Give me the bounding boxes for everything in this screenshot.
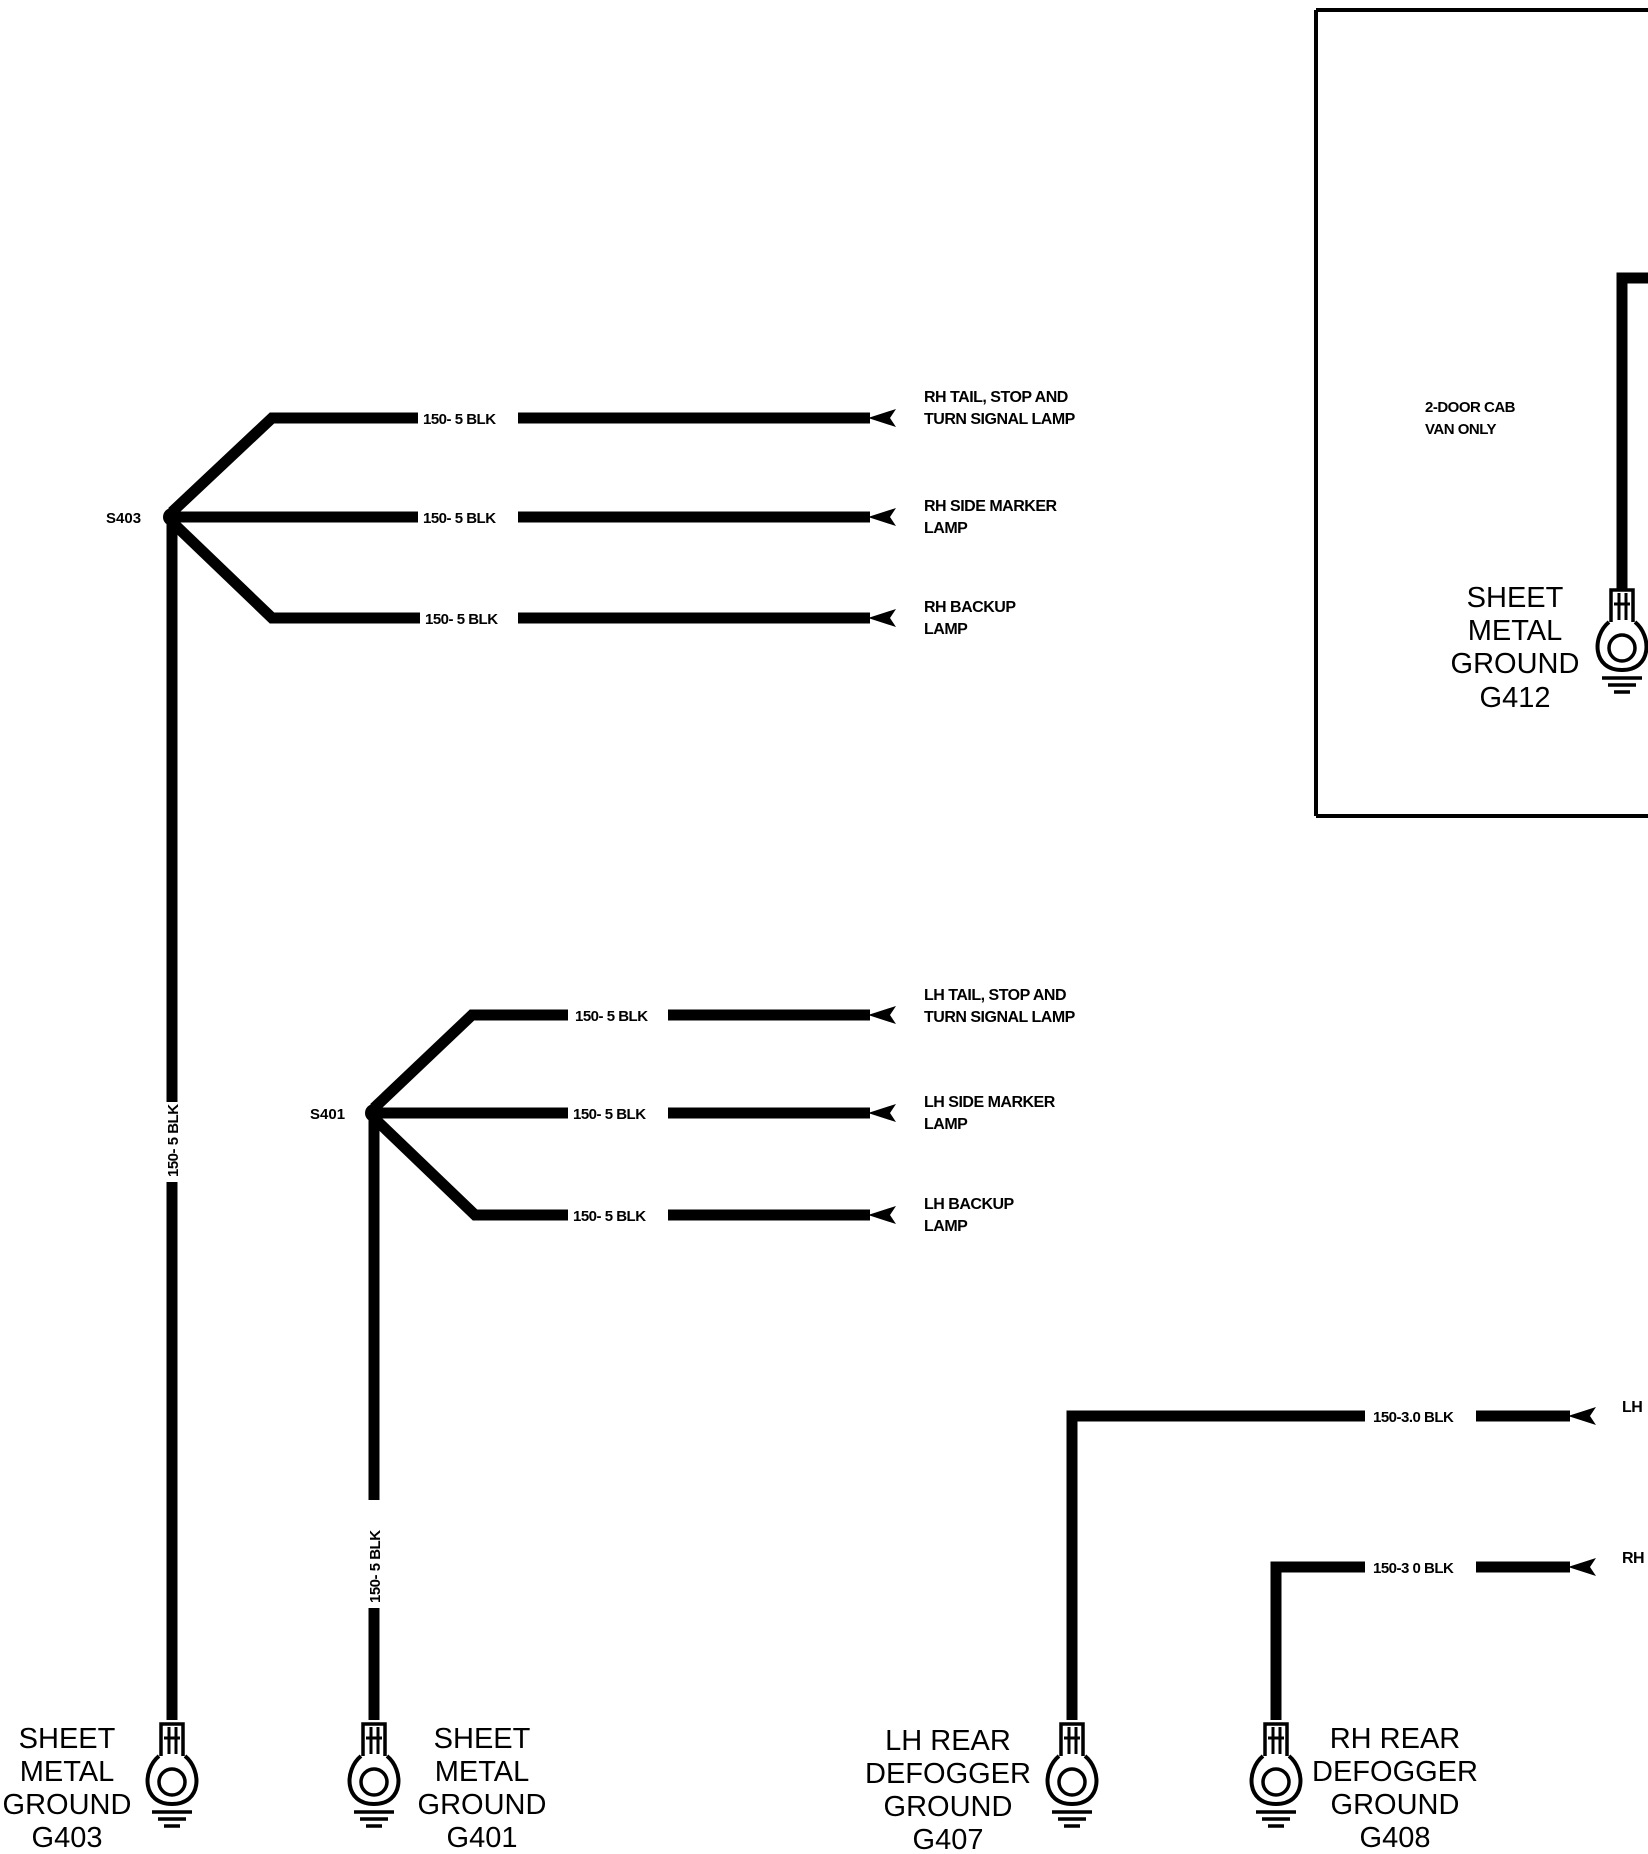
- s401-branch: [365, 1009, 870, 1720]
- box-note-line2: VAN ONLY: [1425, 421, 1497, 438]
- svg-text:RH BACKUP: RH BACKUP: [924, 599, 1016, 616]
- lh-side-connector: [868, 1104, 896, 1122]
- svg-text:LAMP: LAMP: [924, 1218, 968, 1235]
- rh-side-destination: RH SIDE MARKER LAMP: [924, 498, 1058, 537]
- svg-text:G412: G412: [1480, 682, 1551, 714]
- svg-text:TURN SIGNAL LAMP: TURN SIGNAL LAMP: [924, 411, 1076, 428]
- g407-label: LH REAR DEFOGGER GROUND G407: [865, 1725, 1031, 1854]
- svg-text:GROUND: GROUND: [3, 1789, 132, 1821]
- g408-connector: [1568, 1558, 1596, 1576]
- svg-text:SHEET: SHEET: [1467, 582, 1564, 614]
- g408-label: RH REAR DEFOGGER GROUND G408: [1312, 1723, 1478, 1854]
- svg-text:GROUND: GROUND: [418, 1789, 547, 1821]
- s403-mid-wire-label: 150- 5 BLK: [423, 510, 496, 527]
- svg-text:METAL: METAL: [435, 1756, 530, 1788]
- svg-text:TURN SIGNAL LAMP: TURN SIGNAL LAMP: [924, 1009, 1076, 1026]
- s403-branch: [163, 412, 870, 1720]
- svg-text:GROUND: GROUND: [884, 1791, 1013, 1823]
- lh-tail-connector: [868, 1006, 896, 1024]
- rh-tail-connector: [868, 409, 896, 427]
- svg-text:SHEET: SHEET: [434, 1723, 531, 1755]
- svg-text:METAL: METAL: [20, 1756, 115, 1788]
- s403-splice-dot: [163, 508, 181, 526]
- g412-wire: [1616, 272, 1648, 590]
- rh-cut-destination: RH: [1622, 1550, 1644, 1567]
- svg-text:LH REAR: LH REAR: [885, 1725, 1011, 1757]
- rh-backup-connector: [868, 609, 896, 627]
- rh-backup-destination: RH BACKUP LAMP: [924, 599, 1017, 638]
- svg-text:LH TAIL, STOP AND: LH TAIL, STOP AND: [924, 987, 1066, 1004]
- s403-bot-wire-label: 150- 5 BLK: [425, 611, 498, 628]
- s403-vert-wire-label: 150- 5 BLK: [165, 1104, 182, 1177]
- svg-text:G401: G401: [447, 1822, 518, 1854]
- lh-backup-connector: [868, 1206, 896, 1224]
- svg-text:GROUND: GROUND: [1451, 648, 1580, 680]
- s401-vert-wire-label: 150- 5 BLK: [367, 1530, 384, 1603]
- s403-label: S403: [106, 510, 141, 527]
- g408-wire: [1270, 1561, 1570, 1720]
- svg-text:G408: G408: [1360, 1822, 1431, 1854]
- s401-top-wire-label: 150- 5 BLK: [575, 1008, 648, 1025]
- svg-text:METAL: METAL: [1468, 615, 1563, 647]
- g403-label: SHEET METAL GROUND G403: [3, 1723, 132, 1854]
- g403-ground-symbol: [145, 1722, 199, 1828]
- g401-ground-symbol: [347, 1722, 401, 1828]
- s401-mid-wire-label: 150- 5 BLK: [573, 1106, 646, 1123]
- svg-text:RH TAIL, STOP AND: RH TAIL, STOP AND: [924, 389, 1068, 406]
- lh-side-destination: LH SIDE MARKER LAMP: [924, 1094, 1056, 1133]
- g407-wire: [1066, 1410, 1570, 1720]
- s401-splice-dot: [365, 1104, 383, 1122]
- lh-cut-destination: LH: [1622, 1399, 1642, 1416]
- g408-wire-label: 150-3 0 BLK: [1373, 1560, 1454, 1577]
- g407-wire-label: 150-3.0 BLK: [1373, 1409, 1454, 1426]
- svg-text:LAMP: LAMP: [924, 1116, 968, 1133]
- g401-label: SHEET METAL GROUND G401: [418, 1723, 547, 1854]
- rh-tail-destination: RH TAIL, STOP AND TURN SIGNAL LAMP: [924, 389, 1076, 428]
- option-box: 2-DOOR CAB VAN ONLY: [1314, 8, 1648, 818]
- g408-ground-symbol: [1249, 1722, 1303, 1828]
- box-note-line1: 2-DOOR CAB: [1425, 399, 1516, 416]
- svg-text:GROUND: GROUND: [1331, 1789, 1460, 1821]
- rh-side-connector: [868, 508, 896, 526]
- svg-text:DEFOGGER: DEFOGGER: [865, 1758, 1031, 1790]
- svg-text:LH SIDE MARKER: LH SIDE MARKER: [924, 1094, 1056, 1111]
- s401-bot-wire-label: 150- 5 BLK: [573, 1208, 646, 1225]
- svg-text:RH SIDE MARKER: RH SIDE MARKER: [924, 498, 1058, 515]
- lh-backup-destination: LH BACKUP LAMP: [924, 1196, 1015, 1235]
- svg-text:LAMP: LAMP: [924, 520, 968, 537]
- g412-label: SHEET METAL GROUND G412: [1451, 582, 1580, 714]
- svg-text:G407: G407: [913, 1824, 984, 1854]
- svg-text:LH BACKUP: LH BACKUP: [924, 1196, 1015, 1213]
- svg-text:DEFOGGER: DEFOGGER: [1312, 1756, 1478, 1788]
- s401-label: S401: [310, 1106, 345, 1123]
- svg-text:RH REAR: RH REAR: [1330, 1723, 1461, 1755]
- svg-text:LAMP: LAMP: [924, 621, 968, 638]
- svg-text:SHEET: SHEET: [19, 1723, 116, 1755]
- g407-ground-symbol: [1045, 1722, 1099, 1828]
- s403-top-wire-label: 150- 5 BLK: [423, 411, 496, 428]
- g407-connector: [1568, 1407, 1596, 1425]
- svg-text:G403: G403: [32, 1822, 103, 1854]
- g412-ground-symbol: [1595, 588, 1648, 694]
- lh-tail-destination: LH TAIL, STOP AND TURN SIGNAL LAMP: [924, 987, 1076, 1026]
